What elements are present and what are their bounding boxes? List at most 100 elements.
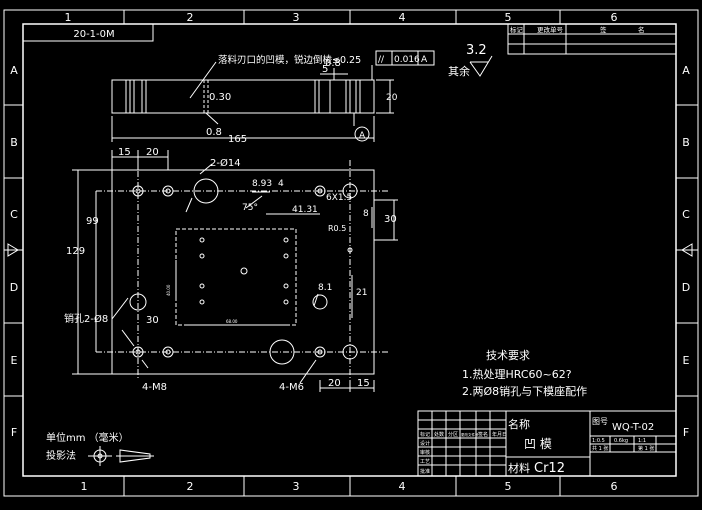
plan-dim-15-left: 15	[118, 147, 131, 158]
surface-finish-label: 其余	[448, 64, 470, 78]
plan-pin-holes: 销孔2-Ø8	[64, 312, 108, 325]
tolerance-value: 0.016	[394, 55, 420, 65]
revision-header-name: 名	[638, 25, 645, 34]
zone-bottom-1: 1	[81, 480, 88, 493]
scale-cell-3: 1:1	[638, 438, 646, 444]
plan-dim-6x1-5: 6X1.5	[326, 193, 352, 203]
zone-right-E: E	[683, 354, 690, 367]
title-name-label: 名称	[508, 417, 530, 431]
small-header-zone: 分区	[448, 431, 458, 438]
small-header-sign: 签名	[478, 431, 488, 438]
zone-top-1: 1	[65, 11, 72, 24]
unit-label: 单位mm （毫米）	[46, 431, 129, 444]
drawing-frame	[3, 9, 699, 497]
projection-symbol-icon	[88, 446, 154, 466]
side-note-text: 落料刃口的凹模，锐边倒棱≤0.25	[218, 54, 361, 66]
zone-bottom-3: 3	[293, 480, 300, 493]
plan-dim-20-bottom: 20	[328, 378, 341, 389]
zone-left-F: F	[11, 426, 17, 439]
plan-threads-m6: 4-M6	[279, 382, 304, 393]
cavity-dim-left: 40.00	[166, 284, 171, 296]
small-header-date: 年月日	[492, 431, 507, 438]
plan-dim-30-right: 30	[384, 214, 397, 225]
small-header-doc: 更改文件号	[461, 432, 479, 437]
title-drawing-no-label: 图号	[592, 417, 608, 426]
plan-dim-r0-5: R0.5	[328, 224, 346, 233]
title-material: Cr12	[534, 461, 565, 476]
plan-dim-99: 99	[86, 216, 99, 227]
title-drawing-no: WQ-T-02	[612, 422, 654, 433]
surface-finish-value: 3.2	[466, 43, 487, 58]
units-note: 单位mm （毫米） 投影法	[46, 431, 154, 466]
revision-table	[507, 23, 677, 55]
zone-right-F: F	[683, 426, 689, 439]
revision-header-mark: 标记	[510, 25, 524, 34]
zone-left-A: A	[10, 64, 18, 77]
zone-labels: 1 2 3 4 5 6 1 2 3 4 5 6 A B C D E F A B …	[10, 11, 690, 493]
plan-dim-8-93: 8.93	[252, 179, 272, 189]
plan-dim-41-31: 41.31	[292, 205, 318, 215]
drawing-code: 20-1-0M	[73, 29, 114, 40]
revision-header-sign: 签	[600, 25, 607, 34]
small-row-review: 审核	[420, 449, 430, 456]
revision-header-change: 更改单号	[537, 25, 564, 34]
tolerance-symbol: //	[378, 55, 385, 65]
zone-left-E: E	[11, 354, 18, 367]
small-header-mark: 标记	[420, 431, 430, 438]
zone-bottom-2: 2	[187, 480, 194, 493]
tech-req-line2: 2.两Ø8销孔与下模座配作	[462, 384, 587, 398]
plan-dim-20-left: 20	[146, 147, 159, 158]
title-material-label: 材料	[508, 461, 530, 475]
plan-dim-15-bottom: 15	[357, 378, 370, 389]
side-view	[111, 50, 435, 142]
zone-right-D: D	[682, 281, 690, 294]
side-dim-5: 5	[322, 64, 328, 75]
plan-dim-129: 129	[66, 246, 85, 257]
plan-dim-75deg: 75°	[242, 203, 258, 213]
zone-left-D: D	[10, 281, 18, 294]
plan-dim-4: 4	[278, 179, 284, 189]
small-row-process: 工艺	[420, 459, 430, 465]
surface-finish: 3.2 其余	[448, 43, 493, 78]
zone-top-4: 4	[399, 11, 406, 24]
small-header-count: 处数	[434, 431, 444, 438]
plan-view	[72, 150, 398, 392]
tech-req-title: 技术要求	[486, 349, 530, 362]
tech-requirements: 技术要求 1.热处理HRC60~62? 2.两Ø8销孔与下模座配作	[462, 349, 587, 398]
zone-top-2: 2	[187, 11, 194, 24]
side-dim-0-8-bottom: 0.8	[206, 127, 222, 138]
sheet-cell-total: 共 1 张	[592, 445, 608, 452]
side-dim-20: 20	[386, 93, 398, 103]
zone-top-3: 3	[293, 11, 300, 24]
small-row-design: 设计	[420, 440, 430, 447]
title-block	[417, 410, 677, 477]
zone-right-A: A	[682, 64, 690, 77]
datum-bubble-label: A	[359, 131, 366, 141]
zone-bottom-4: 4	[399, 480, 406, 493]
side-dim-0-8-top: 0.8	[325, 58, 341, 69]
sheet-cell-index: 第 1 张	[638, 445, 654, 452]
plan-dim-30-left: 30	[146, 315, 159, 326]
scale-cell-1: 1:0.5	[592, 438, 605, 444]
zone-top-5: 5	[505, 11, 512, 24]
zone-left-C: C	[10, 208, 18, 221]
side-dim-165: 165	[228, 134, 247, 145]
plan-dim-8-1: 8.1	[318, 283, 332, 293]
plan-dim-8-right: 8	[363, 209, 369, 219]
zone-bottom-5: 5	[505, 480, 512, 493]
plan-threads-m8: 4-M8	[142, 382, 167, 393]
drawing-code-box: 20-1-0M	[22, 23, 154, 42]
plan-dim-21: 21	[356, 288, 367, 298]
side-dim-0-30: 0.30	[209, 92, 231, 103]
small-row-approve: 批准	[420, 468, 430, 475]
title-part-name: 凹 模	[524, 437, 552, 451]
tolerance-datum: A	[421, 55, 428, 65]
projection-label: 投影法	[46, 449, 76, 462]
tech-req-line1: 1.热处理HRC60~62?	[462, 368, 572, 381]
zone-right-C: C	[682, 208, 690, 221]
zone-bottom-6: 6	[611, 480, 618, 493]
plan-holes-2-d14: 2-Ø14	[210, 157, 241, 169]
scale-cell-2: 0.6kg	[614, 438, 628, 444]
zone-right-B: B	[682, 136, 690, 149]
